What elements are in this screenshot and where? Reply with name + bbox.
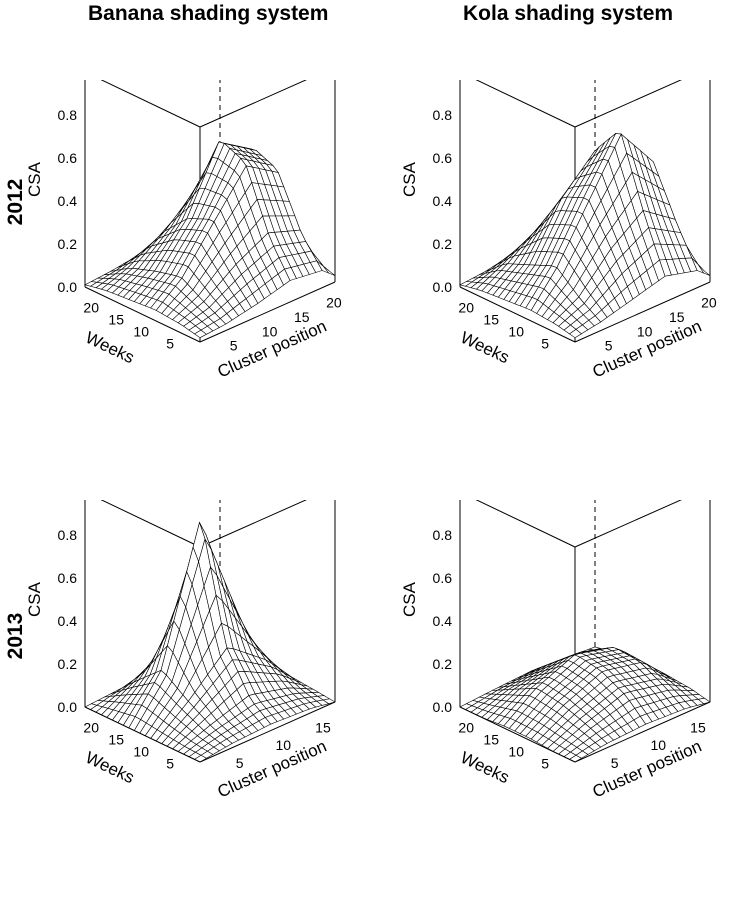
z-axis-label: CSA — [25, 161, 44, 197]
box-top-left-edge — [475, 80, 576, 128]
box-top-left-edge — [475, 500, 576, 548]
x-tick-label: 5 — [611, 755, 619, 771]
column-title-banana: Banana shading system — [88, 2, 329, 25]
surface-svg: 0.00.20.40.60.81.0CSA51015Cluster positi… — [25, 500, 336, 801]
surface-svg: 0.00.20.40.60.81.0CSA5101520Cluster posi… — [400, 80, 717, 381]
z-tick-label: 0.4 — [58, 613, 78, 629]
box-bottom-front-edge — [574, 701, 711, 763]
z-tick-label: 0.4 — [433, 193, 453, 209]
x-axis-label: Cluster position — [590, 736, 705, 801]
y-tick-label: 20 — [83, 720, 99, 736]
surface-plot-banana-2013: 0.00.20.40.60.81.0CSA51015Cluster positi… — [20, 500, 390, 900]
z-tick-label: 0.6 — [433, 570, 453, 586]
z-tick-label: 0.2 — [58, 656, 78, 672]
y-tick-label: 15 — [483, 732, 499, 748]
box-top-front-edge — [574, 500, 682, 548]
y-tick-label: 20 — [458, 300, 474, 316]
surface-mesh — [459, 133, 711, 339]
y-tick-label: 5 — [541, 335, 549, 351]
column-title-kola: Kola shading system — [463, 2, 674, 25]
z-tick-label: 0.8 — [433, 527, 453, 543]
z-tick-label: 0.8 — [58, 107, 78, 123]
z-axis-label: CSA — [400, 161, 419, 197]
x-tick-label: 15 — [669, 309, 685, 325]
z-tick-label: 0.0 — [58, 279, 78, 295]
y-tick-label: 20 — [458, 720, 474, 736]
y-axis-label: Weeks — [82, 328, 137, 367]
surface-plot-kola-2013: 0.00.20.40.60.81.0CSA51015Cluster positi… — [395, 500, 748, 900]
box-top-front-edge — [199, 500, 307, 548]
box-top-front-edge — [574, 80, 682, 128]
surface-mesh — [84, 141, 336, 339]
y-axis-label: Weeks — [457, 748, 512, 787]
z-tick-label: 0.0 — [433, 699, 453, 715]
y-tick-label: 10 — [133, 743, 149, 759]
box-bottom-front-edge — [574, 281, 711, 343]
box-top-front-edge — [199, 80, 307, 128]
box-top-left-edge — [100, 80, 201, 128]
x-tick-label: 15 — [315, 720, 331, 736]
z-tick-label: 0.2 — [433, 656, 453, 672]
z-tick-label: 0.6 — [58, 150, 78, 166]
x-tick-label: 5 — [605, 338, 613, 354]
z-tick-label: 0.6 — [58, 570, 78, 586]
box-bottom-left-edge — [84, 706, 201, 763]
z-tick-label: 0.0 — [58, 699, 78, 715]
y-tick-label: 10 — [508, 743, 524, 759]
box-bottom-left-edge — [459, 286, 576, 343]
box-bottom-left-edge — [459, 706, 576, 763]
z-tick-label: 0.0 — [433, 279, 453, 295]
y-tick-label: 15 — [108, 312, 124, 328]
y-tick-label: 10 — [508, 323, 524, 339]
y-tick-label: 15 — [483, 312, 499, 328]
x-tick-label: 15 — [294, 309, 310, 325]
surface-plot-banana-2012: 0.00.20.40.60.81.0CSA5101520Cluster posi… — [20, 80, 390, 480]
y-axis-label: Weeks — [457, 328, 512, 367]
z-tick-label: 0.8 — [433, 107, 453, 123]
surface-svg: 0.00.20.40.60.81.0CSA51015Cluster positi… — [400, 500, 711, 801]
x-tick-label: 10 — [650, 737, 666, 753]
y-tick-label: 20 — [83, 300, 99, 316]
x-tick-label: 10 — [275, 737, 291, 753]
x-tick-label: 10 — [637, 323, 653, 339]
x-tick-label: 20 — [701, 295, 717, 311]
y-tick-label: 5 — [541, 755, 549, 771]
x-tick-label: 15 — [690, 720, 706, 736]
surface-cell — [193, 329, 207, 339]
z-tick-label: 0.2 — [433, 236, 453, 252]
z-axis-label: CSA — [400, 581, 419, 617]
x-tick-label: 10 — [262, 323, 278, 339]
x-tick-label: 20 — [326, 295, 342, 311]
z-tick-label: 0.4 — [58, 193, 78, 209]
z-tick-label: 0.4 — [433, 613, 453, 629]
z-axis-label: CSA — [25, 581, 44, 617]
surface-plot-kola-2012: 0.00.20.40.60.81.0CSA5101520Cluster posi… — [395, 80, 748, 480]
surface-mesh — [459, 646, 711, 763]
box-bottom-front-edge — [199, 281, 336, 343]
z-tick-label: 0.2 — [58, 236, 78, 252]
y-tick-label: 10 — [133, 323, 149, 339]
y-tick-label: 15 — [108, 732, 124, 748]
z-tick-label: 0.8 — [58, 527, 78, 543]
box-bottom-left-edge — [84, 286, 201, 343]
box-bottom-front-edge — [199, 701, 336, 763]
z-tick-label: 0.6 — [433, 150, 453, 166]
y-axis-label: Weeks — [82, 748, 137, 787]
y-tick-label: 5 — [166, 755, 174, 771]
x-axis-label: Cluster position — [215, 736, 330, 801]
x-tick-label: 5 — [230, 338, 238, 354]
surface-cell — [568, 329, 582, 339]
y-tick-label: 5 — [166, 335, 174, 351]
surface-mesh — [84, 521, 336, 763]
box-top-left-edge — [100, 500, 201, 548]
x-tick-label: 5 — [236, 755, 244, 771]
surface-svg: 0.00.20.40.60.81.0CSA5101520Cluster posi… — [25, 80, 342, 381]
